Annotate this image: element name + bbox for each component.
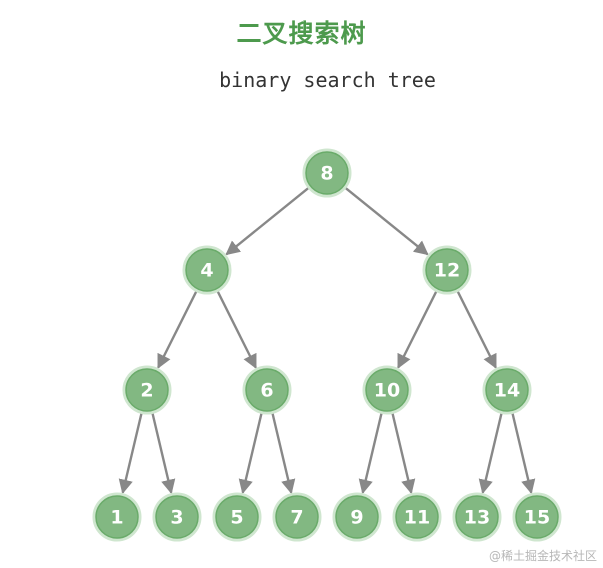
tree-node-15: 15 xyxy=(512,492,562,542)
tree-node-11: 11 xyxy=(392,492,442,542)
tree-node-9: 9 xyxy=(332,492,382,542)
edge-n14-n13 xyxy=(478,412,503,495)
tree-node-4: 4 xyxy=(182,245,232,295)
node-circle xyxy=(455,495,499,539)
diagram-subtitle: binary search tree xyxy=(219,68,436,92)
edge-n6-n7 xyxy=(271,412,296,495)
edge-n2-n1 xyxy=(118,412,143,495)
tree-node-10: 10 xyxy=(362,365,412,415)
node-label: 9 xyxy=(350,507,363,529)
edge-n8-n12 xyxy=(344,186,429,256)
node-label: 14 xyxy=(494,380,520,402)
node-circle xyxy=(485,368,529,412)
node-label: 11 xyxy=(404,507,430,529)
node-circle xyxy=(335,495,379,539)
node-halo xyxy=(392,492,442,542)
node-halo xyxy=(512,492,562,542)
tree-node-14: 14 xyxy=(482,365,532,415)
node-label: 7 xyxy=(290,507,303,529)
edge-n12-n14 xyxy=(456,290,497,369)
node-label: 10 xyxy=(374,380,400,402)
node-circle xyxy=(125,368,169,412)
node-halo xyxy=(272,492,322,542)
edge-n4-n6 xyxy=(216,290,257,369)
edge-n10-n11 xyxy=(391,412,416,495)
node-circle xyxy=(425,248,469,292)
tree-node-12: 12 xyxy=(422,245,472,295)
node-halo xyxy=(452,492,502,542)
edge-n10-n9 xyxy=(358,412,383,495)
node-halo xyxy=(242,365,292,415)
node-circle xyxy=(365,368,409,412)
node-label: 12 xyxy=(434,260,460,282)
edge-n12-n10 xyxy=(397,290,438,369)
node-halo xyxy=(182,245,232,295)
edge-n2-n3 xyxy=(151,412,176,495)
node-circle xyxy=(95,495,139,539)
node-halo xyxy=(212,492,262,542)
node-halo xyxy=(302,148,352,198)
tree-node-6: 6 xyxy=(242,365,292,415)
node-circle xyxy=(245,368,289,412)
node-circle xyxy=(395,495,439,539)
tree-node-5: 5 xyxy=(212,492,262,542)
node-halo xyxy=(482,365,532,415)
edge-n14-n15 xyxy=(511,412,536,495)
tree-node-1: 1 xyxy=(92,492,142,542)
watermark: @稀土掘金技术社区 xyxy=(488,549,597,563)
node-halo xyxy=(122,365,172,415)
diagram-title: 二叉搜索树 xyxy=(236,19,367,48)
node-halo xyxy=(92,492,142,542)
node-circle xyxy=(515,495,559,539)
node-label: 15 xyxy=(524,507,550,529)
node-label: 13 xyxy=(464,507,490,529)
node-label: 4 xyxy=(200,260,213,282)
edge-n6-n5 xyxy=(238,412,263,495)
node-label: 8 xyxy=(320,163,333,185)
node-label: 2 xyxy=(140,380,153,402)
tree-node-13: 13 xyxy=(452,492,502,542)
edge-n8-n4 xyxy=(225,186,310,256)
node-label: 3 xyxy=(170,507,183,529)
tree-node-8: 8 xyxy=(302,148,352,198)
node-halo xyxy=(152,492,202,542)
node-label: 6 xyxy=(260,380,273,402)
edge-n4-n2 xyxy=(157,290,198,369)
node-circle xyxy=(305,151,349,195)
edges-layer xyxy=(118,186,536,495)
node-circle xyxy=(185,248,229,292)
node-halo xyxy=(422,245,472,295)
tree-node-2: 2 xyxy=(122,365,172,415)
node-label: 1 xyxy=(110,507,123,529)
node-halo xyxy=(332,492,382,542)
tree-node-7: 7 xyxy=(272,492,322,542)
node-circle xyxy=(215,495,259,539)
node-circle xyxy=(155,495,199,539)
tree-node-3: 3 xyxy=(152,492,202,542)
node-circle xyxy=(275,495,319,539)
node-halo xyxy=(362,365,412,415)
node-label: 5 xyxy=(230,507,243,529)
